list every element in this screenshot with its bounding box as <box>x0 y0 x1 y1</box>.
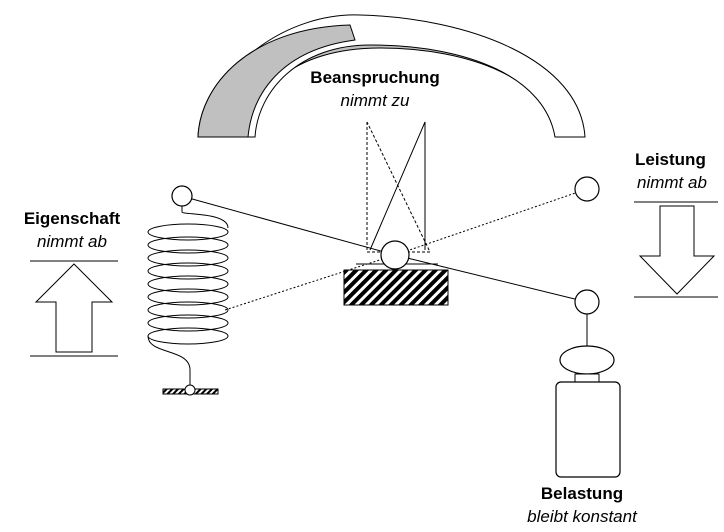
stress-triangle-dashed <box>366 121 431 253</box>
right-upper-joint <box>574 176 600 202</box>
property-trend: nimmt ab <box>37 232 107 251</box>
spring-top-joint <box>171 185 193 207</box>
spring-coils <box>147 223 229 345</box>
property-title: Eigenschaft <box>23 209 121 228</box>
support-block <box>343 269 449 306</box>
performance-title: Leistung <box>635 150 706 169</box>
performance-trend: nimmt ab <box>637 173 707 192</box>
load-trend: bleibt konstant <box>527 507 637 526</box>
right-lower-joint <box>574 289 600 315</box>
load-body <box>555 381 621 478</box>
performance-down-arrow <box>638 205 716 295</box>
stress-trend: nimmt zu <box>340 91 410 110</box>
stress-title: Beanspruchung <box>310 68 440 87</box>
lever-left <box>184 196 396 256</box>
load-title: Belastung <box>540 484 624 503</box>
pivot-joint <box>380 240 410 270</box>
wing-back-band-overlay <box>197 24 356 138</box>
load-neck <box>574 373 600 383</box>
spring-wire-bottom <box>147 335 191 386</box>
stress-triangle-solid <box>369 121 426 251</box>
spring-base-joint <box>184 384 196 396</box>
lever-right <box>394 254 588 303</box>
load-knob <box>559 345 615 375</box>
lever-dotted-right <box>394 188 588 256</box>
spring-wire-top <box>181 206 229 229</box>
property-up-arrow <box>34 263 114 353</box>
